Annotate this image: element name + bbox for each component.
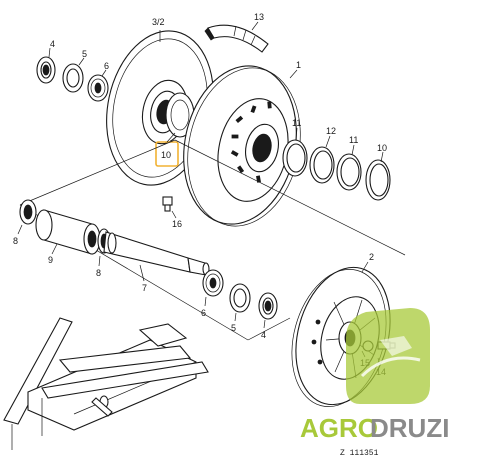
pulley-half-1	[183, 65, 301, 227]
bearing-6-top	[87, 69, 109, 102]
ring-10	[365, 151, 391, 201]
callout-16: 16	[172, 219, 182, 229]
bearing-6-bottom	[202, 269, 224, 307]
machine-frame	[3, 317, 209, 450]
washer-5-top	[62, 57, 85, 93]
callout-6-top: 6	[104, 61, 109, 71]
grease-nipple-16	[162, 196, 177, 219]
watermark-badge-icon	[346, 308, 430, 404]
callout-8-left: 8	[13, 236, 18, 246]
callout-8-mid: 8	[96, 268, 101, 278]
drawing-reference: Z 111351	[340, 449, 379, 458]
spacer-ring-11-b	[336, 144, 362, 191]
shaft-7	[103, 231, 210, 282]
watermark-text-druzi: DRUZI	[370, 413, 449, 443]
watermark-text-agro: AGRO	[300, 413, 378, 443]
callout-5-bottom: 5	[231, 323, 236, 333]
callout-2: 2	[369, 252, 374, 262]
callout-12: 12	[326, 126, 336, 136]
callout-10-ring: 10	[377, 143, 387, 153]
sleeve-9	[35, 209, 101, 255]
callout-4-bottom: 4	[261, 330, 266, 340]
callout-11-a: 11	[292, 118, 301, 128]
callout-9: 9	[48, 255, 53, 265]
callout-5-top: 5	[82, 49, 87, 59]
callout-10-hub: 10	[161, 150, 171, 160]
belt-segment-13	[204, 21, 269, 53]
washer-5-bottom	[229, 283, 251, 322]
spacer-ring-11-a	[282, 127, 308, 177]
callout-6-bottom: 6	[201, 308, 206, 318]
ring-12	[309, 135, 335, 184]
bearing-4-top	[36, 47, 56, 84]
callout-1: 1	[296, 60, 301, 70]
callout-11-b: 11	[349, 135, 358, 145]
ring-8-left	[17, 199, 37, 235]
callout-4-top: 4	[50, 39, 55, 49]
agrodruzi-watermark: AGRO DRUZI	[300, 308, 449, 443]
callout-3-2: 3/2	[152, 17, 165, 27]
callout-7: 7	[142, 283, 147, 293]
bearing-4-bottom	[258, 292, 278, 329]
callout-13: 13	[254, 12, 264, 22]
